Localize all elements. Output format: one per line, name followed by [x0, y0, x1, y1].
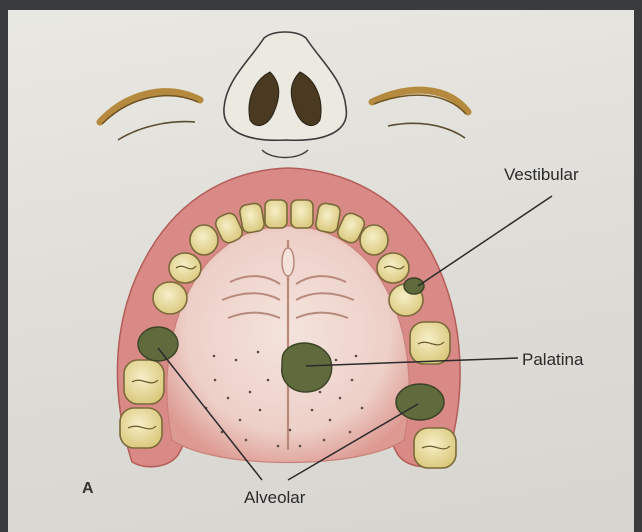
vestibular-leader: [418, 196, 552, 286]
vestibular-site: [404, 278, 424, 294]
alveolar-label: Alveolar: [244, 488, 305, 508]
alveolar-site-right: [396, 384, 444, 420]
nose: [224, 32, 347, 158]
panel-letter: A: [82, 480, 94, 498]
left-eyebrow: [100, 92, 200, 140]
right-eyebrow: [372, 90, 468, 138]
vestibular-label: Vestibular: [504, 165, 579, 185]
palatina-label: Palatina: [522, 350, 583, 370]
alveolar-site-left: [138, 327, 178, 361]
palatina-site: [282, 343, 332, 392]
